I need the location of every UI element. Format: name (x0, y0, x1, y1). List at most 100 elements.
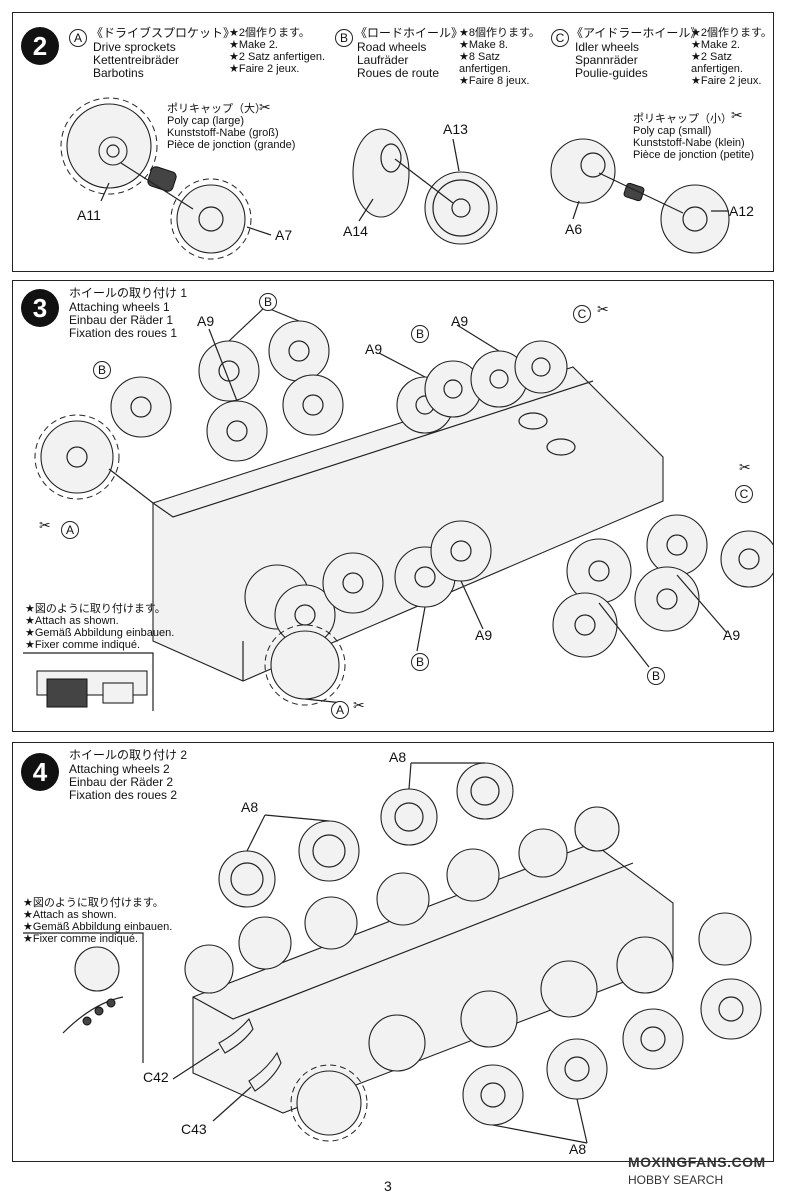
idler-wheels-en: Idler wheels (575, 40, 640, 54)
step-3-illustration (23, 306, 773, 711)
part-label-a9: A9 (365, 341, 383, 357)
qty-c-de1: ★2 Satz (691, 51, 733, 63)
step3-title-jp: ホイールの取り付け 1 (69, 286, 188, 300)
step4-note-en: ★Attach as shown. (23, 909, 117, 921)
part-label-a9: A9 (475, 627, 493, 643)
idler-wheel-a6 (550, 138, 616, 204)
step-4-illustration (23, 762, 762, 1144)
poly-cap-large-en: Poly cap (large) (167, 115, 245, 127)
scissors-icon: ✂ (353, 697, 365, 713)
watermark-site: MOXINGFANS.COM (628, 1154, 766, 1170)
drive-sprocket-front (34, 414, 120, 500)
drive-sprocket-de: Kettentreibräder (93, 53, 180, 67)
scissors-icon: ✂ (597, 301, 609, 317)
part-label-a8: A8 (389, 749, 407, 765)
poly-cap-small-en: Poly cap (small) (633, 125, 712, 137)
part-letter-circle-b: B (93, 361, 111, 379)
part-label-a9: A9 (451, 313, 469, 329)
step4-title-de: Einbau der Räder 2 (69, 775, 174, 789)
road-wheel-lower-row (368, 912, 762, 1126)
scissors-icon: ✂ (739, 459, 751, 475)
qty-a-jp: ★2個作ります。 (229, 27, 310, 39)
step3-title-de: Einbau der Räder 1 (69, 313, 174, 327)
part-label-c43: C43 (181, 1121, 207, 1137)
idler-wheel-right (720, 530, 773, 588)
scissors-icon: ✂ (731, 107, 743, 123)
part-label-a8: A8 (241, 799, 259, 815)
poly-cap-large-jp: ポリキャップ（大） (167, 103, 266, 115)
part-letter-circle-a: A (61, 521, 79, 539)
idler-wheels-fr: Poulie-guides (575, 66, 648, 80)
part-label-a6: A6 (565, 221, 583, 237)
step3-note-fr: ★Fixer comme indiqué. (25, 639, 141, 651)
part-letter-circle-c: C (551, 29, 569, 47)
qty-a-de: ★2 Satz anfertigen. (229, 51, 326, 63)
step-2-panel: 2 A 《ドライブスプロケット》 Drive sprockets Kettent… (12, 12, 774, 272)
qty-b-de1: ★8 Satz (459, 51, 501, 63)
part-letter-circle-c: C (573, 305, 591, 323)
part-label-a14: A14 (343, 223, 368, 239)
step4-title-jp: ホイールの取り付け 2 (69, 748, 188, 762)
qty-b-de2: anfertigen. (459, 63, 511, 75)
step4-note-jp: ★図のように取り付けます。 (23, 897, 164, 909)
scissors-icon: ✂ (259, 99, 271, 115)
step3-note-jp: ★図のように取り付けます。 (25, 603, 166, 615)
poly-cap-small-jp: ポリキャップ（小） (633, 113, 732, 125)
drive-sprocket-fr: Barbotins (93, 66, 144, 80)
qty-b-jp: ★8個作ります。 (459, 27, 540, 39)
part-letter-circle-a: A (331, 701, 349, 719)
drive-sprocket-jp: 《ドライブスプロケット》 (91, 26, 236, 40)
part-label-a11: A11 (77, 207, 101, 223)
qty-c-fr: ★Faire 2 jeux. (691, 75, 762, 87)
drive-sprocket-left (184, 944, 368, 1142)
qty-a-fr: ★Faire 2 jeux. (229, 63, 300, 75)
road-wheel-a14 (352, 128, 410, 218)
scissors-icon: ✂ (39, 517, 51, 533)
poly-cap-large-de: Kunststoff-Nabe (groß) (167, 127, 279, 139)
step-4-panel: 4 ホイールの取り付け 2 Attaching wheels 2 Einbau … (12, 742, 774, 1162)
poly-cap-large-fr: Pièce de jonction (grande) (167, 139, 296, 151)
qty-a-en: ★Make 2. (229, 39, 278, 51)
fender-parts-c42-c43 (218, 1017, 282, 1092)
page-number: 3 (384, 1178, 392, 1194)
road-wheels-jp: 《ロードホイール》 (355, 26, 464, 40)
part-label-c42: C42 (143, 1069, 169, 1085)
part-label-a12: A12 (729, 203, 754, 219)
step4-title-en: Attaching wheels 2 (69, 762, 170, 776)
part-label-a8: A8 (569, 1141, 587, 1157)
poly-cap-small-de: Kunststoff-Nabe (klein) (633, 137, 745, 149)
part-letter-circle-b: B (259, 293, 277, 311)
road-wheel-group-lower (244, 514, 708, 658)
step-number-badge: 2 (21, 27, 59, 65)
part-label-a7: A7 (275, 227, 293, 243)
step4-note-de: ★Gemäß Abbildung einbauen. (23, 921, 173, 933)
part-letter-circle-c: C (735, 485, 753, 503)
step4-title-fr: Fixation des roues 2 (69, 788, 178, 802)
watermark-shop: HOBBY SEARCH (628, 1173, 724, 1187)
detail-inset-step3 (23, 652, 154, 711)
poly-cap-small (623, 182, 645, 202)
drive-sprocket-a7 (170, 178, 252, 260)
idler-wheel-a12 (660, 184, 730, 254)
part-letter-circle-b: B (335, 29, 353, 47)
step4-note-fr: ★Fixer comme indiqué. (23, 933, 139, 945)
road-wheel-group-upper (110, 320, 568, 462)
step3-note-en: ★Attach as shown. (25, 615, 119, 627)
qty-b-fr: ★Faire 8 jeux. (459, 75, 530, 87)
step3-note-de: ★Gemäß Abbildung einbauen. (25, 627, 175, 639)
road-wheel-a8-group (218, 762, 514, 908)
part-label-a9: A9 (723, 627, 741, 643)
idler-wheels-de: Spannräder (575, 53, 638, 67)
road-wheels-fr: Roues de route (357, 66, 440, 80)
road-wheels-en: Road wheels (357, 40, 427, 54)
step3-title-en: Attaching wheels 1 (69, 300, 170, 314)
step3-title-fr: Fixation des roues 1 (69, 326, 178, 340)
poly-cap-small-fr: Pièce de jonction (petite) (633, 149, 755, 161)
step-number-badge: 3 (21, 289, 59, 327)
poly-cap-large (147, 166, 177, 192)
detail-inset-step4 (23, 932, 144, 1063)
qty-c-de2: anfertigen. (691, 63, 743, 75)
step-2-illustration (60, 97, 730, 260)
part-letter-circle-a: A (69, 29, 87, 47)
drive-sprocket-en: Drive sprockets (93, 40, 176, 54)
